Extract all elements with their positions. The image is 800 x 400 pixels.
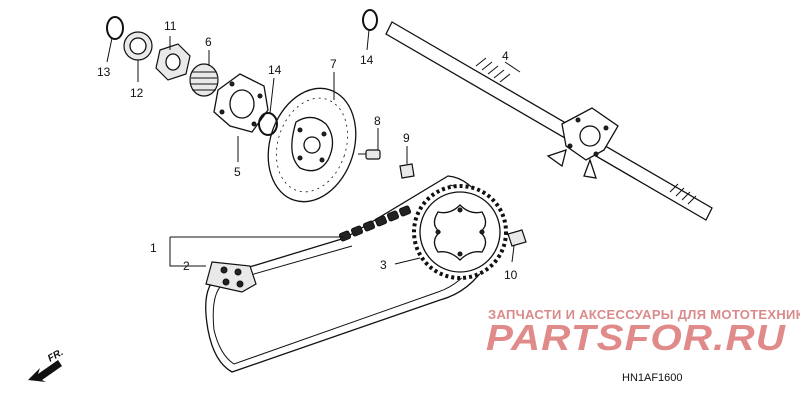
bolt-9 bbox=[399, 163, 415, 179]
callout-3: 3 bbox=[380, 258, 387, 272]
hub-5 bbox=[213, 73, 269, 133]
nut-10 bbox=[507, 229, 527, 247]
rear-axle bbox=[385, 21, 713, 221]
callout-2: 2 bbox=[183, 259, 190, 273]
brake-disc bbox=[267, 87, 357, 203]
callout-10: 10 bbox=[504, 268, 518, 282]
chain-links bbox=[338, 205, 412, 242]
chain-joint bbox=[205, 261, 257, 293]
bearing-12 bbox=[123, 31, 153, 61]
callout-5: 5 bbox=[234, 165, 241, 179]
watermark: ЗАПЧАСТИ И АКСЕССУАРЫ ДЛЯ МОТОТЕХНИКИ PA… bbox=[486, 307, 800, 358]
callout-13: 13 bbox=[97, 65, 111, 79]
callout-9: 9 bbox=[403, 131, 410, 145]
snap-ring-13 bbox=[106, 16, 124, 40]
callout-14-right: 14 bbox=[360, 53, 374, 67]
diagram-code: HN1AF1600 bbox=[622, 372, 683, 384]
snap-ring-14-left bbox=[258, 112, 278, 136]
collar-6 bbox=[189, 63, 219, 97]
snap-ring-14-right bbox=[362, 9, 378, 31]
callout-1: 1 bbox=[150, 241, 157, 255]
callout-8: 8 bbox=[374, 114, 381, 128]
watermark-logo: PARTSFOR.RU bbox=[486, 317, 786, 358]
bolt-8 bbox=[358, 149, 381, 160]
hex-nut-11 bbox=[155, 43, 191, 81]
leader-lines bbox=[106, 29, 521, 267]
front-label: FR. bbox=[46, 347, 65, 365]
callout-12: 12 bbox=[130, 86, 144, 100]
arrow-icon bbox=[28, 360, 62, 382]
callout-6: 6 bbox=[205, 35, 212, 49]
callout-11: 11 bbox=[164, 19, 177, 33]
callout-7: 7 bbox=[330, 57, 337, 71]
front-direction-marker: FR. bbox=[28, 347, 65, 382]
callout-4: 4 bbox=[502, 49, 509, 63]
driven-sprocket bbox=[412, 184, 508, 280]
callout-14-left: 14 bbox=[268, 63, 282, 77]
watermark-subtitle: ЗАПЧАСТИ И АКСЕССУАРЫ ДЛЯ МОТОТЕХНИКИ bbox=[488, 307, 800, 322]
callouts: 1 2 3 4 5 6 7 8 9 10 11 12 13 14 14 bbox=[97, 19, 518, 282]
